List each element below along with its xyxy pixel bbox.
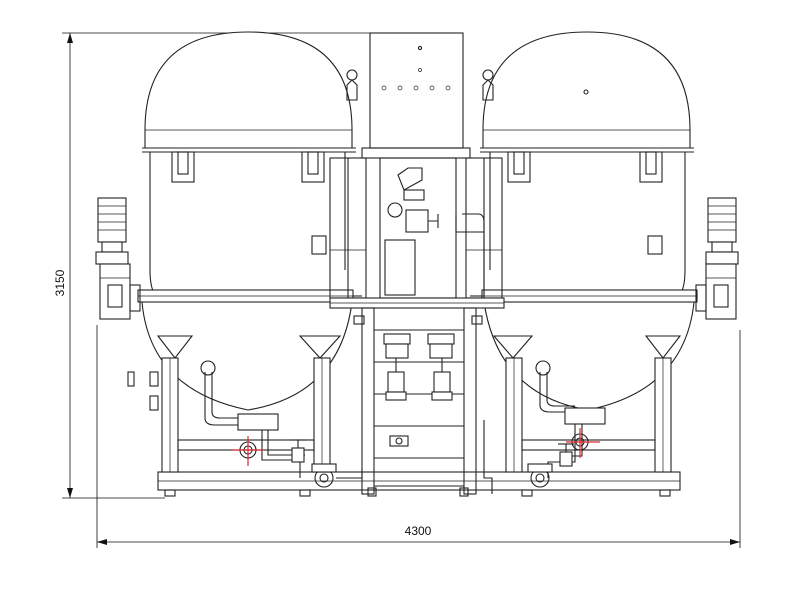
right-tank — [480, 31, 698, 411]
base-frame — [157, 471, 681, 497]
left-center-mark — [232, 436, 264, 466]
right-outlet-flange — [564, 407, 606, 425]
width-dimension: 4300 — [96, 325, 741, 548]
left-motor — [95, 197, 141, 320]
left-gearbox — [99, 263, 131, 320]
right-gearbox — [705, 263, 737, 320]
pneumatic-actuator-right — [427, 333, 455, 345]
left-tank-legs — [156, 335, 342, 473]
pressure-gauge — [387, 202, 403, 218]
right-tank-legs — [492, 335, 682, 473]
right-piping — [483, 360, 606, 494]
right-motor — [695, 197, 739, 320]
height-dimension: 3150 — [53, 32, 370, 499]
left-outlet-flange — [237, 413, 279, 431]
height-dimension-label: 3150 — [53, 269, 67, 296]
safety-valve — [397, 167, 423, 191]
left-motor-body — [97, 197, 127, 243]
center-valves — [383, 333, 455, 447]
right-motor-body — [707, 197, 737, 243]
width-dimension-label: 4300 — [405, 524, 432, 538]
left-piping — [127, 360, 363, 488]
access-ladder — [353, 307, 483, 497]
right-center-mark — [566, 428, 600, 458]
center-platform — [329, 157, 505, 309]
control-cabinet — [361, 32, 471, 159]
control-cabinet-box — [369, 32, 464, 149]
left-tank-dome — [144, 31, 353, 149]
center-column — [379, 157, 485, 300]
pneumatic-actuator-left — [383, 333, 411, 345]
left-tank — [137, 31, 358, 411]
